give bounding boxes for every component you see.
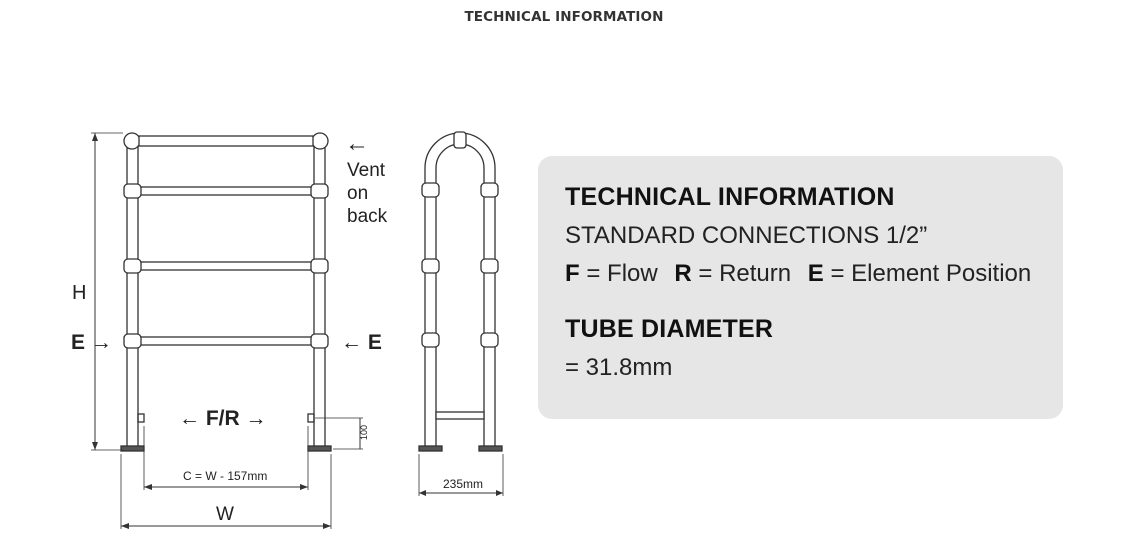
tube-diameter-value: = 31.8mm [565, 354, 673, 381]
vent-label-1: Vent [347, 160, 386, 181]
info-title: TECHNICAL INFORMATION [565, 183, 895, 211]
valve-height-label: 100 [359, 425, 369, 440]
vent-label-3: back [347, 206, 388, 227]
radiator-diagram: ← Vent on back H E → ← E ← F/R → C = W -… [63, 88, 541, 540]
radiator-drawing: ← Vent on back H E → ← E ← F/R → C = W -… [71, 130, 504, 529]
depth-label: 235mm [443, 477, 483, 491]
legend-key-element: E [807, 260, 824, 287]
connection-legend: F = Flow R = Return E = Element Position [565, 260, 1063, 288]
legend-key-return: R [674, 260, 692, 287]
legend-key-flow: F [565, 260, 580, 287]
center-distance-label: C = W - 157mm [183, 469, 267, 483]
vent-arrow: ← [345, 130, 369, 157]
flow-return-label: ← F/R → [179, 407, 267, 430]
technical-info-card: TECHNICAL INFORMATION STANDARD CONNECTIO… [538, 156, 1063, 419]
page-title: TECHNICAL INFORMATION [464, 9, 664, 25]
element-left-label: E → [71, 331, 112, 354]
legend-text-element: = Element Position [830, 260, 1032, 287]
tube-diameter-title: TUBE DIAMETER [565, 315, 774, 343]
vent-label-2: on [347, 183, 368, 204]
element-right-label: ← E [341, 331, 382, 354]
height-label: H [72, 282, 86, 304]
legend-text-return: = Return [698, 260, 792, 287]
connections-text: STANDARD CONNECTIONS 1/2” [565, 222, 928, 249]
width-label: W [216, 504, 234, 525]
legend-text-flow: = Flow [586, 260, 658, 287]
